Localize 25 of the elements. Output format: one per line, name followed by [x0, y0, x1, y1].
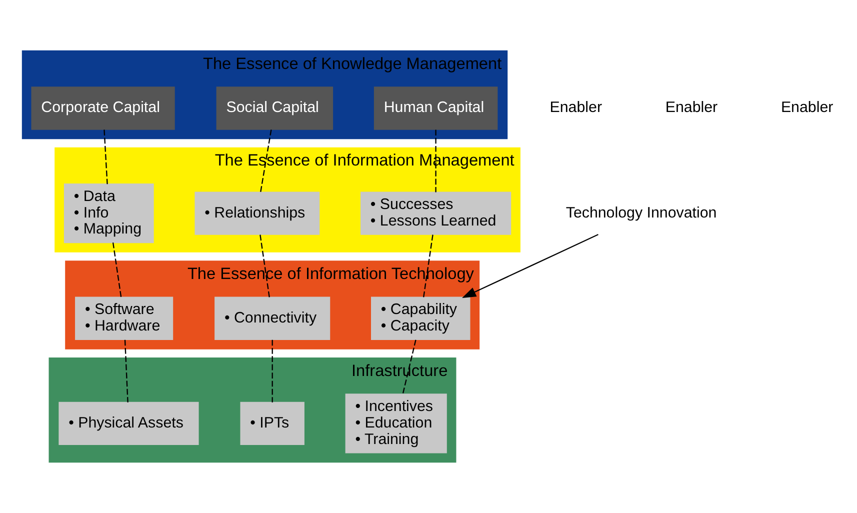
node-box: • Successes • Lessons Learned	[360, 192, 512, 235]
node-box: Corporate Capital	[31, 86, 175, 130]
connector	[104, 130, 108, 184]
node-box: • Software • Hardware	[75, 296, 174, 340]
connector	[272, 340, 273, 402]
connector	[124, 340, 128, 402]
connector	[260, 130, 272, 192]
node-box: • Capability • Capacity	[371, 296, 470, 340]
connector	[402, 340, 416, 394]
label: Enabler	[780, 99, 834, 116]
node-box: • Physical Assets	[58, 402, 199, 446]
arrow	[462, 234, 598, 298]
node-text: Technology Innovation	[566, 204, 717, 222]
connector	[435, 130, 436, 192]
node-box: • Relationships	[194, 192, 320, 235]
node-box: • Data • Info • Mapping	[64, 184, 154, 244]
node-box: • IPTs	[240, 402, 304, 446]
label: Enabler	[550, 99, 602, 116]
node-box: • Incentives • Education • Training	[345, 394, 447, 454]
connector	[422, 234, 434, 298]
node-box: • Connectivity	[214, 296, 330, 340]
connector	[260, 234, 270, 298]
node-box: Social Capital	[216, 86, 334, 130]
label: Enabler	[665, 99, 718, 116]
node-box: Human Capital	[374, 86, 498, 130]
